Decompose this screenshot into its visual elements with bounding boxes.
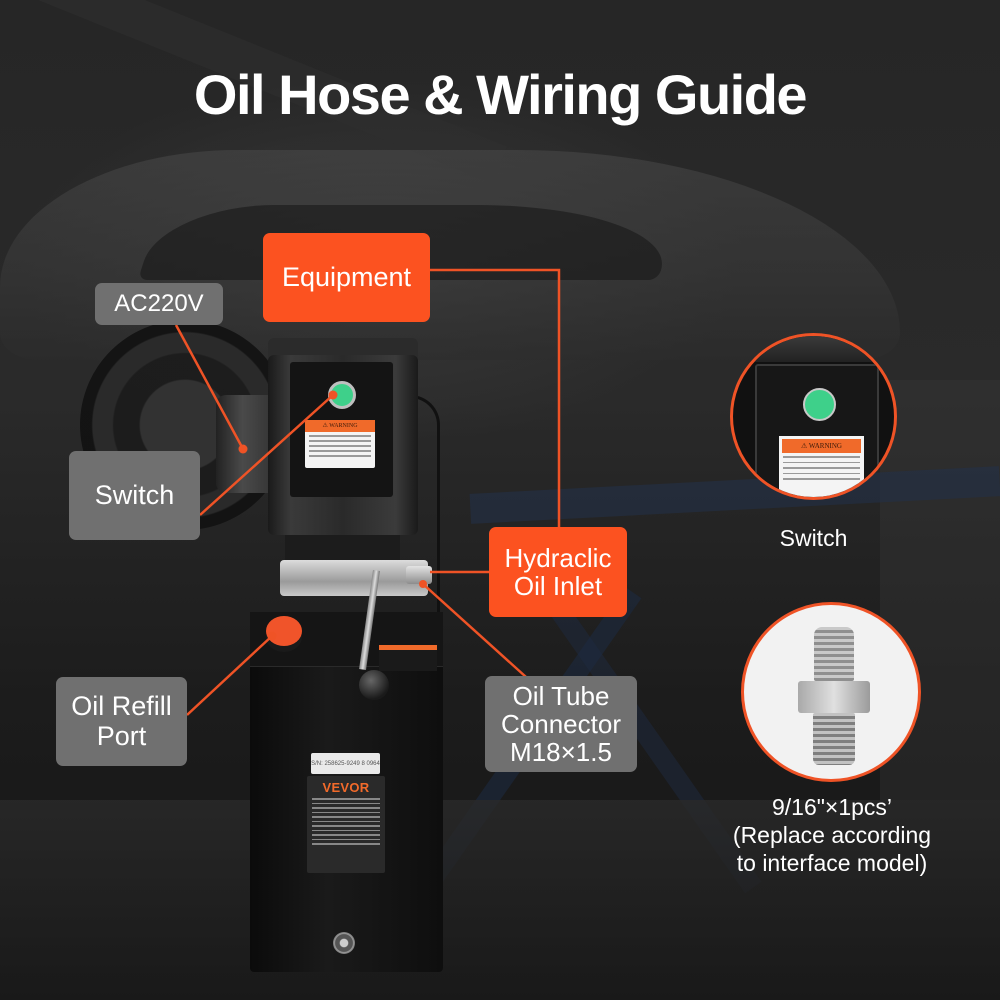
motor-warning-label: ⚠ WARNING [305, 420, 375, 468]
fitting-caption-line3: to interface model) [736, 850, 928, 877]
hydraulic-oil-inlet-label: Hydraclic Oil Inlet [489, 527, 627, 617]
background-floor [0, 800, 1000, 1000]
fitting-lower-thread [813, 713, 855, 765]
oil-tube-label-line3: M18×1.5 [510, 737, 612, 768]
switch-detail-warning-header: ⚠ WARNING [782, 439, 861, 453]
oil-tube-label-line1: Oil Tube [512, 680, 610, 711]
fitting-detail-caption: 9/16"×1pcs’ (Replace according to interf… [712, 793, 952, 877]
product-nameplate: VEVOR [307, 776, 385, 873]
equipment-label: Equipment [263, 233, 430, 322]
power-switch-button [328, 381, 356, 409]
drain-plug [333, 932, 355, 954]
oil-refill-port-label: Oil Refill Port [56, 677, 187, 766]
fitting-caption-line2: (Replace according [732, 822, 932, 849]
switch-detail-warning-text [779, 453, 864, 487]
brand-logo: VEVOR [322, 780, 370, 795]
warning-text [305, 432, 375, 463]
fitting-caption-line1: 9/16"×1pcs’ [771, 794, 893, 820]
switch-label: Switch [69, 451, 200, 540]
fitting-upper-thread [814, 627, 854, 681]
oil-refill-cap [266, 616, 302, 646]
oil-tube-connector-label: Oil Tube Connector M18×1.5 [485, 676, 637, 772]
serial-number-label: S/N: 258625-9249 8 0964 [311, 753, 380, 774]
oil-refill-label-line2: Port [96, 720, 147, 751]
switch-detail-warning-label: ⚠ WARNING [779, 436, 864, 497]
fitting-detail-circle [741, 602, 921, 782]
oil-inlet-label-line1: Hydraclic [504, 542, 612, 573]
page-title: Oil Hose & Wiring Guide [193, 63, 808, 126]
nameplate-specs [312, 798, 380, 845]
motor-top-cap [268, 338, 418, 360]
switch-detail-motor-rim [733, 336, 894, 362]
ac220v-label: AC220V [95, 283, 223, 325]
oil-tube-label-line2: Connector [501, 708, 621, 739]
oil-inlet-label-line2: Oil Inlet [513, 571, 603, 601]
tank-warning-label [379, 645, 437, 671]
switch-detail-circle: ⚠ WARNING [730, 333, 897, 500]
equipment-label-text: Equipment [281, 261, 412, 292]
switch-label-text: Switch [94, 479, 175, 510]
release-handle-knob [359, 670, 389, 700]
switch-detail-caption: Switch [779, 525, 848, 551]
ac220v-label-text: AC220V [114, 290, 204, 318]
switch-detail-green-button [803, 388, 836, 421]
oil-refill-label-line1: Oil Refill [71, 691, 172, 722]
valve-block [280, 560, 428, 596]
oil-inlet-fitting [406, 566, 432, 584]
warning-header: ⚠ WARNING [305, 420, 375, 432]
fitting-hex-nut [798, 681, 870, 713]
